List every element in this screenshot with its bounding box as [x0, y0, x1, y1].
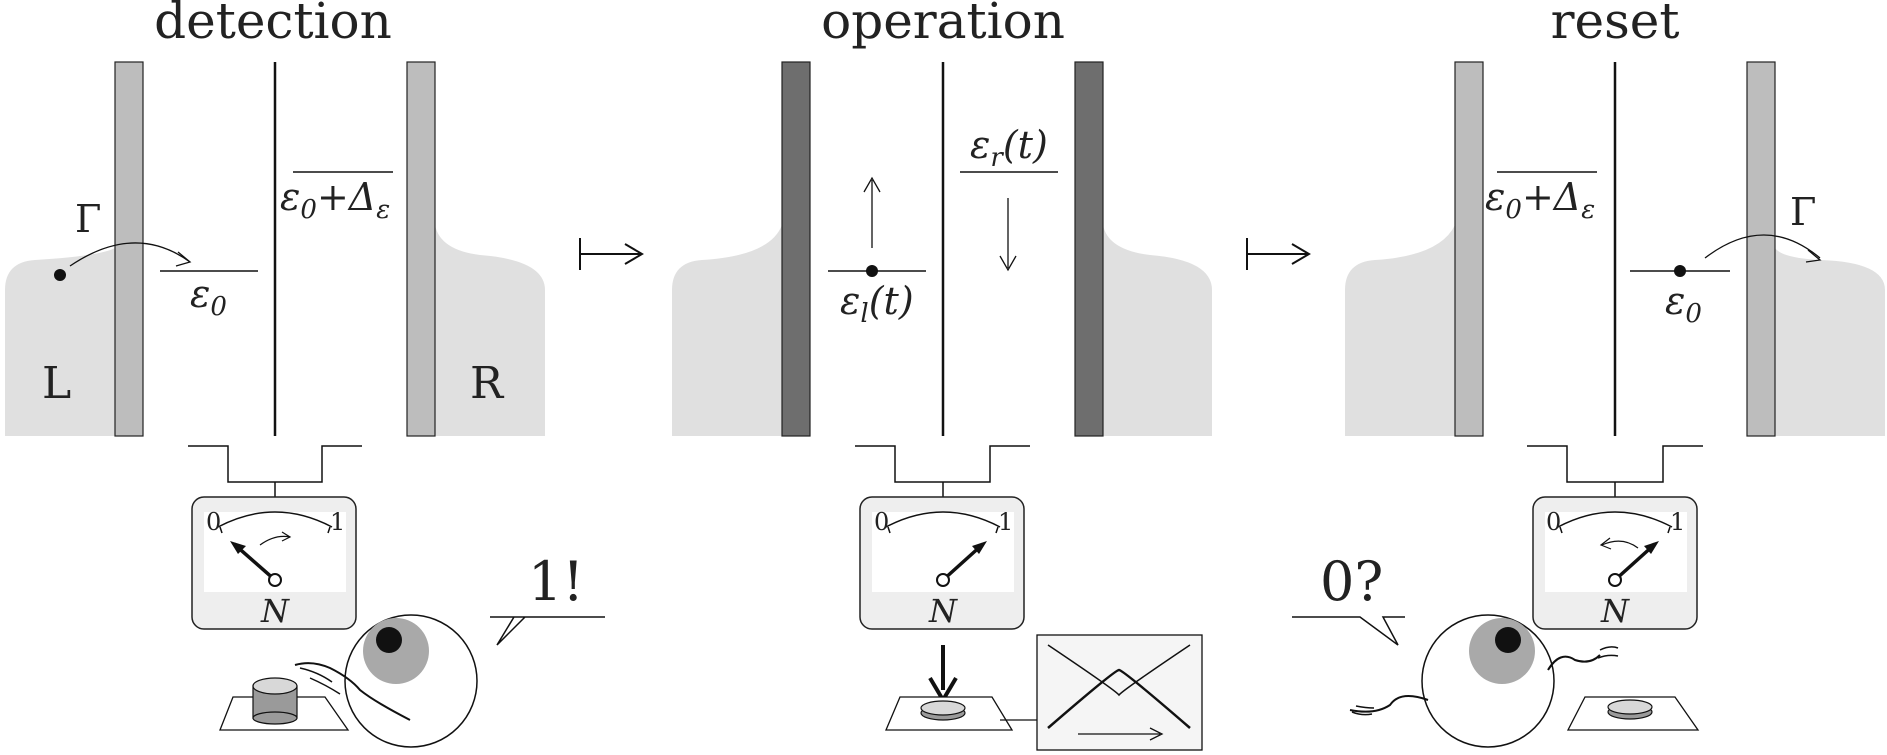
panel-operation: operation εl(t) εr(t) 0 1 N [672, 0, 1212, 751]
gauge-quantity-label: N [928, 592, 958, 630]
probe-connector [188, 445, 362, 497]
tunnel-arrow [1704, 234, 1821, 259]
level-left-label: εl(t) [840, 279, 914, 329]
reservoir-left [1345, 225, 1455, 436]
observer-arm-right [1547, 654, 1601, 671]
level-high-label: ε0+Δε [1485, 175, 1595, 225]
electron-dot [54, 269, 66, 281]
panel-reset: reset ε0+Δε ε0 Γ 0 1 N [1292, 0, 1885, 748]
push-button-station [885, 696, 1014, 731]
barrier-right [1746, 61, 1776, 437]
gauge-motion-arrow [259, 535, 291, 546]
maps-to-arrow [579, 238, 644, 270]
barrier-right [406, 61, 436, 437]
level-right-label: εr(t) [970, 123, 1048, 173]
gauge-motion-arrow [1601, 540, 1639, 549]
observer-arm-left [1349, 695, 1429, 713]
gauge-min-label: 0 [874, 508, 889, 536]
gauge-meter: 0 1 N [1532, 496, 1698, 630]
reservoir-right [435, 225, 545, 436]
push-button-station [219, 677, 350, 731]
observer-hand [299, 667, 341, 695]
barrier-left [781, 61, 811, 437]
panel-title: operation [821, 0, 1065, 50]
electron-dot [866, 265, 878, 277]
speech-pointer [1292, 616, 1405, 646]
observer-eye [344, 614, 478, 748]
observer-hand-left [1351, 705, 1375, 716]
tunnel-arrow-head [175, 251, 192, 267]
gauge-max-label: 1 [998, 508, 1013, 536]
reservoir-right-label: R [470, 358, 505, 409]
gauge-max-label: 1 [1670, 508, 1685, 536]
reservoir-left [672, 225, 782, 436]
barrier-left [1454, 61, 1484, 437]
level-high-label: ε0+Δε [280, 175, 390, 225]
maps-to-arrow [1246, 238, 1311, 270]
observer-arm [294, 662, 411, 721]
level-low-label: ε0 [190, 272, 227, 322]
push-button-station [1566, 696, 1700, 731]
tunnel-arrow [69, 242, 191, 267]
observer-hand-right [1597, 646, 1619, 659]
gauge-min-label: 0 [1546, 508, 1561, 536]
speech-text: 1! [528, 550, 584, 613]
probe-connector [1527, 445, 1703, 497]
panel-detection: detection ε0 ε0+Δε Γ L R 0 [5, 0, 605, 748]
gauge-meter: 0 1 N [191, 496, 357, 630]
avoided-crossing-inset [1036, 634, 1203, 751]
gauge-max-label: 1 [330, 508, 345, 536]
panel-title: reset [1551, 0, 1680, 50]
reservoir-left-label: L [42, 358, 71, 409]
reservoir-left [5, 248, 115, 436]
probe-connector [855, 445, 1030, 497]
barrier-right [1074, 61, 1104, 437]
reservoir-right [1103, 225, 1212, 436]
tunnel-label: Γ [1790, 190, 1816, 234]
panel-title: detection [154, 0, 392, 50]
speech-pointer [490, 616, 605, 646]
barrier-left [114, 61, 144, 437]
observer-eye [1421, 614, 1555, 748]
gauge-min-label: 0 [206, 508, 221, 536]
speech-text: 0? [1320, 550, 1383, 613]
tunnel-label: Γ [75, 197, 101, 241]
reservoir-right [1775, 248, 1885, 436]
gauge-meter: 0 1 N [859, 496, 1025, 630]
level-low-label: ε0 [1665, 279, 1702, 329]
gauge-quantity-label: N [1600, 592, 1630, 630]
gauge-quantity-label: N [260, 592, 290, 630]
electron-dot [1674, 265, 1686, 277]
